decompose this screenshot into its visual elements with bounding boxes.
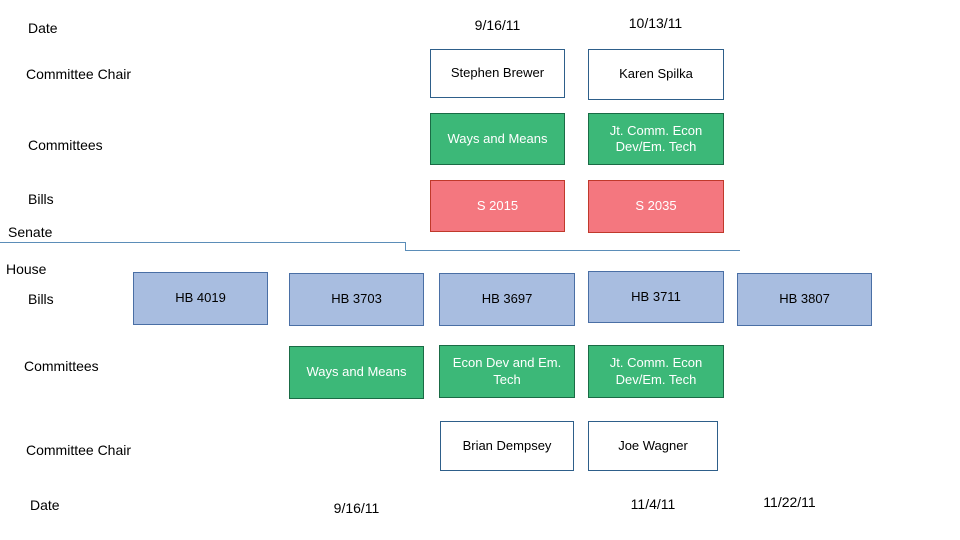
senate-date-col-1: 9/16/11: [474, 17, 521, 33]
house-bill-box-col-4[interactable]: HB 3711: [588, 271, 724, 323]
house-chair-box-col-4[interactable]: Joe Wagner: [588, 421, 718, 471]
house-committee-box-col-2[interactable]: Ways and Means: [289, 346, 424, 399]
house-chair-box-col-3[interactable]: Brian Dempsey: [440, 421, 574, 471]
house-row-label-committee-chair: Committee Chair: [26, 442, 132, 458]
house-section-label: House: [6, 261, 47, 277]
house-committee-box-col-4[interactable]: Jt. Comm. Econ Dev/Em. Tech: [588, 345, 724, 398]
house-date-col-5: 11/22/11: [763, 494, 816, 510]
senate-committee-box-col-1[interactable]: Ways and Means: [430, 113, 565, 165]
house-date-col-2: 9/16/11: [333, 500, 380, 516]
senate-bill-box-col-1[interactable]: S 2015: [430, 180, 565, 232]
house-row-label-committees: Committees: [24, 358, 99, 374]
senate-chair-box-col-1[interactable]: Stephen Brewer: [430, 49, 565, 98]
house-bill-box-col-3[interactable]: HB 3697: [439, 273, 575, 326]
senate-date-col-2: 10/13/11: [628, 15, 683, 31]
house-committee-box-col-3[interactable]: Econ Dev and Em. Tech: [439, 345, 575, 398]
senate-row-label-date: Date: [28, 20, 58, 36]
house-bill-box-col-2[interactable]: HB 3703: [289, 273, 424, 326]
senate-committee-box-col-2[interactable]: Jt. Comm. Econ Dev/Em. Tech: [588, 113, 724, 165]
senate-divider-step: [405, 242, 406, 250]
senate-row-label-bills: Bills: [28, 191, 54, 207]
house-date-col-4: 11/4/11: [630, 496, 676, 512]
house-bill-box-col-1[interactable]: HB 4019: [133, 272, 268, 325]
house-bill-box-col-5[interactable]: HB 3807: [737, 273, 872, 326]
senate-chair-box-col-2[interactable]: Karen Spilka: [588, 49, 724, 100]
senate-bill-box-col-2[interactable]: S 2035: [588, 180, 724, 233]
senate-row-label-committees: Committees: [28, 137, 103, 153]
senate-row-label-committee-chair: Committee Chair: [26, 66, 132, 82]
senate-section-label: Senate: [8, 224, 53, 240]
house-row-label-bills: Bills: [28, 291, 54, 307]
senate-divider-right: [405, 250, 740, 251]
senate-divider-left: [0, 242, 405, 243]
house-row-label-date: Date: [30, 497, 60, 513]
